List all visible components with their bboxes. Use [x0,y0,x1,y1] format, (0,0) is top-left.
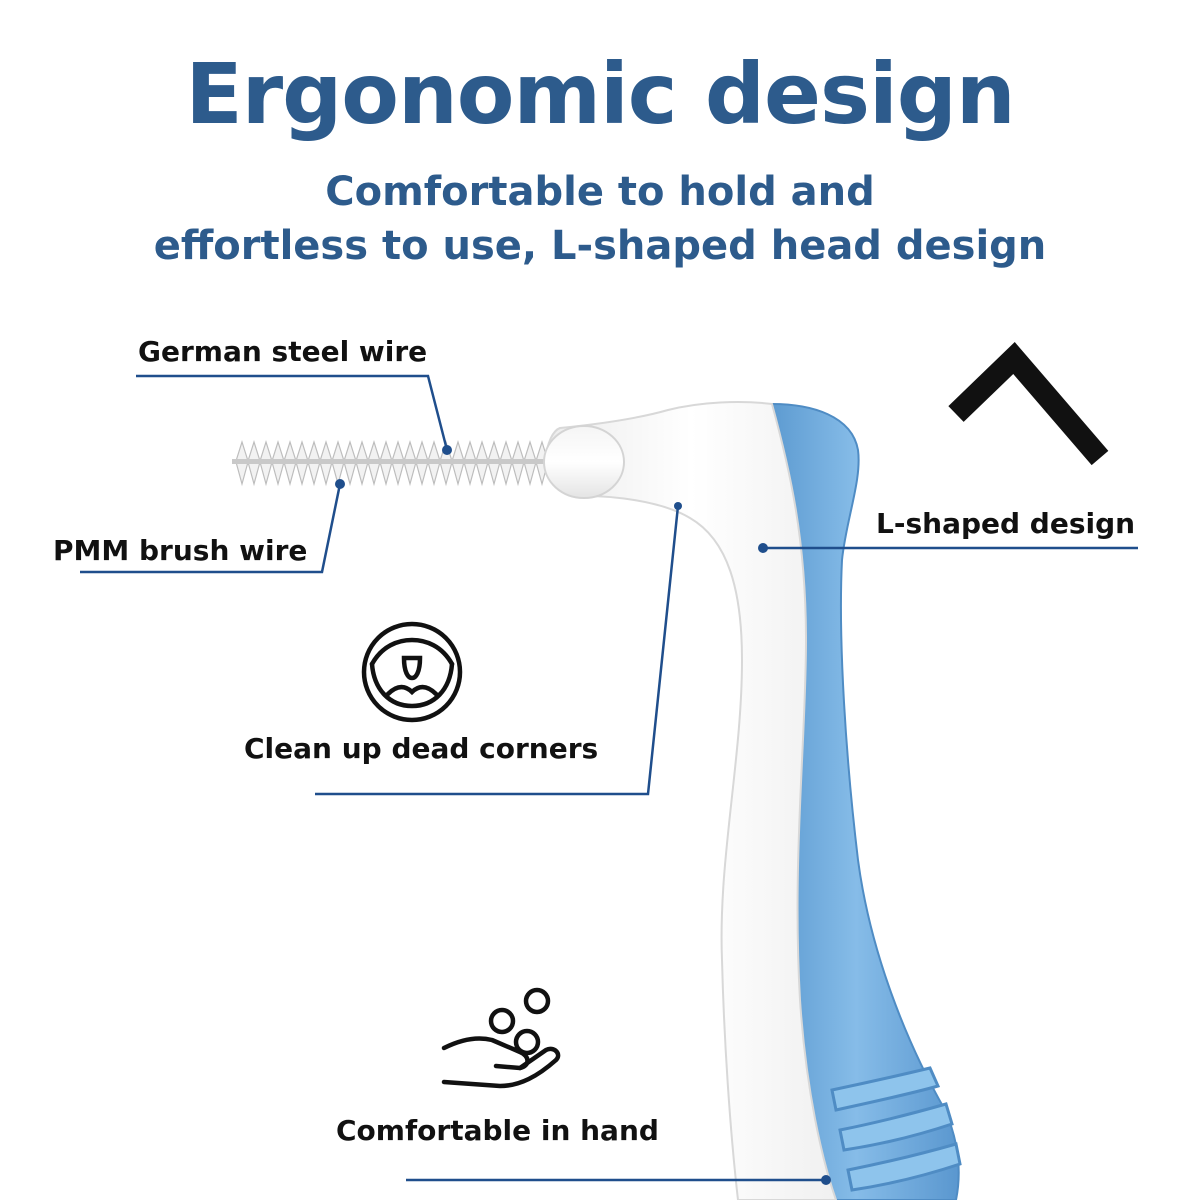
caret-up-icon [948,341,1109,466]
label-comfortable-in-hand: Comfortable in hand [336,1114,659,1147]
bristle-tooth [523,461,537,487]
label-l-shaped-design: L-shaped design [876,507,1136,540]
bristle-tooth [403,461,417,487]
bristle-tooth [463,440,477,462]
leader-brush-wire [80,483,342,574]
bristle-tooth [271,461,285,487]
dot-comfortable [821,1175,831,1185]
bristle-tooth [511,440,525,462]
bristle-tooth [427,461,441,487]
bristle-tooth [475,440,489,462]
subtitle-line-2: effortless to use, L-shaped head design [153,223,1047,269]
bristle-tooth [307,461,321,487]
bristle-tooth [259,461,273,487]
bristle-tooth [511,461,525,487]
bristle-tooth [391,440,405,462]
bristle-tooth [451,461,465,487]
bristle-tooth [391,461,405,487]
leader-dots [335,445,831,1185]
bristle-tooth [487,440,501,462]
bristle-tooth [271,440,285,462]
bristle-tooth [367,461,381,487]
dot-steel-wire [442,445,452,455]
dot-brush-wire [335,479,345,489]
bristle-tooth [247,440,261,462]
bristle-tooth [427,440,441,462]
dot-dead-corners [674,502,682,510]
bristle-tooth [415,440,429,462]
bristle-tooth [523,440,537,462]
leader-steel-wire [136,374,449,451]
bristle-tooth [499,440,513,462]
label-clean-up-dead-corners: Clean up dead corners [244,732,599,765]
label-german-steel-wire: German steel wire [138,335,428,368]
page-title: Ergonomic design [185,45,1015,143]
brush-bristles [235,440,549,487]
grip-ridges [830,1066,962,1192]
handle-white-front [544,401,838,1200]
steel-wire-core [232,459,550,464]
bristle-tooth [343,461,357,487]
bristle-tooth [247,461,261,487]
brush-head-knob [543,425,625,499]
bristle-tooth [403,440,417,462]
dot-l-shaped [758,543,768,553]
bristle-tooth [379,440,393,462]
subtitle-line-1: Comfortable to hold and [325,169,875,215]
bristle-tooth [367,440,381,462]
bristle-tooth [259,440,273,462]
bristle-tooth [355,440,369,462]
bristle-tooth [415,461,429,487]
bristle-tooth [463,461,477,487]
bristle-tooth [295,440,309,462]
bristle-tooth [343,440,357,462]
bristle-tooth [355,461,369,487]
bristle-tooth [439,461,453,487]
leader-lines [80,374,1138,1182]
bristle-tooth [235,461,249,487]
bristle-tooth [475,461,489,487]
leader-dead-corners [315,505,680,796]
bristle-tooth [319,440,333,462]
bristle-tooth [295,461,309,487]
bristle-tooth [235,440,249,462]
bristle-tooth [331,440,345,462]
bristle-tooth [487,461,501,487]
bristle-tooth [379,461,393,487]
bristle-tooth [283,461,297,487]
bristle-tooth [451,440,465,462]
open-mouth-icon [361,621,463,723]
bristle-tooth [283,440,297,462]
bristle-tooth [499,461,513,487]
label-pmm-brush-wire: PMM brush wire [53,534,308,567]
bristle-tooth [307,440,321,462]
hand-with-bubbles-icon [441,987,561,1089]
bristle-tooth [319,461,333,487]
